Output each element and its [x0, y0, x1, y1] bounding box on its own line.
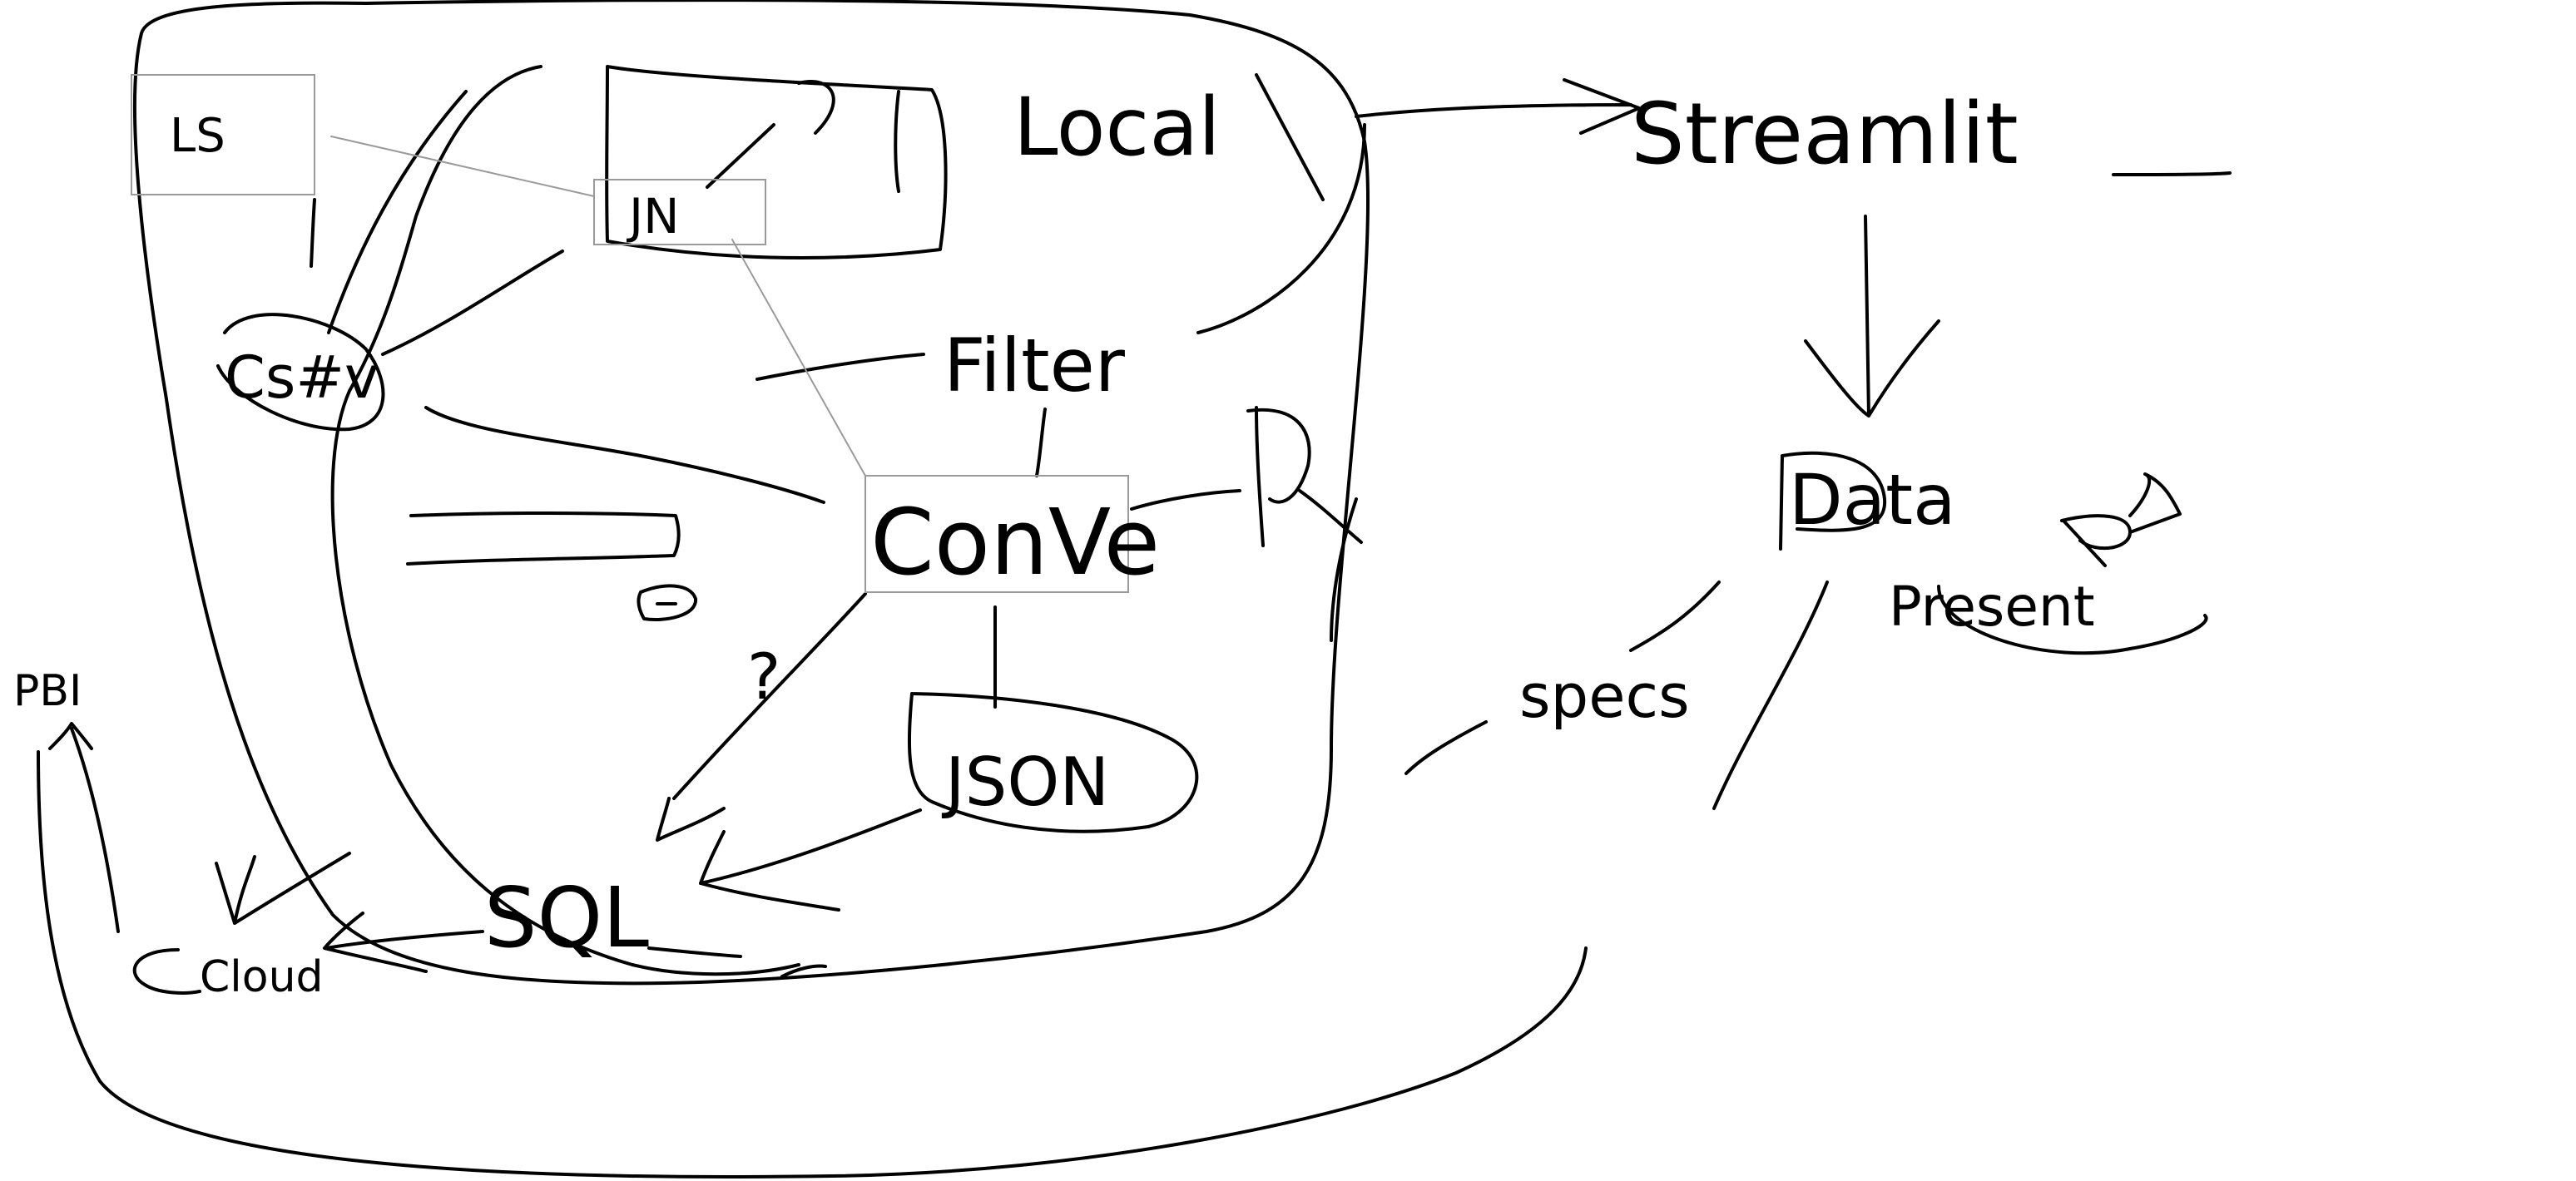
conve-to-p-stroke: [1130, 489, 1241, 511]
outer-boundary-stroke: [132, 0, 1370, 986]
jn-selection-box[interactable]: [593, 179, 766, 245]
bird-doodle-stroke: [2060, 472, 2182, 567]
csv-to-conve-stroke: [424, 406, 825, 504]
pbi-arrow-stroke: [48, 722, 120, 933]
data-verfailu-stroke: [1712, 581, 1829, 810]
csv-ellipse-stroke: [216, 313, 385, 432]
p-shape-stroke: [1246, 406, 1363, 547]
question-label: ?: [747, 640, 780, 714]
cloud-up-arrow-stroke: [215, 852, 351, 925]
cloud-label: Cloud: [200, 952, 324, 1002]
ls-selection-box[interactable]: [131, 74, 315, 195]
inner-loop-stroke: [327, 65, 800, 976]
cloud-stroke: [132, 948, 201, 995]
data-d-stroke: [1779, 451, 1887, 551]
streamlit-label: Streamlit: [1631, 85, 2019, 184]
filter-down-stroke: [1035, 408, 1047, 477]
ls-jn-connector: [330, 136, 595, 197]
right-bracket-stroke: [1330, 497, 1358, 642]
sql-label: SQL: [484, 869, 649, 966]
dash-block-stroke: [406, 511, 681, 566]
sql-to-cloud-stroke: [323, 912, 484, 973]
jn-conve-connector: [731, 239, 866, 477]
arrow-to-data: [1804, 215, 1940, 418]
json-ellipse-stroke: [907, 692, 1199, 833]
present-label: Present: [1889, 575, 2095, 639]
conve-to-sql-stroke: [656, 592, 867, 842]
ls-label: LS: [170, 109, 225, 163]
data-specs-stroke: [1629, 581, 1721, 652]
pbi-label: PBI: [13, 666, 82, 716]
present-ellipse-stroke: [1937, 585, 2208, 655]
jn-box-stroke: [605, 65, 948, 259]
small-square-stroke: [637, 584, 697, 621]
specs-label: specs: [1519, 661, 1690, 731]
conve-label: ConVe: [870, 489, 1160, 595]
filter-label: Filter: [944, 323, 1126, 408]
local-slash-stroke: [1255, 73, 1325, 201]
streamlit-underline: [2112, 171, 2232, 176]
ls-tick-stroke: [310, 198, 316, 268]
conve-selection-box[interactable]: [864, 475, 1129, 593]
specs-left-stroke: [1404, 720, 1488, 775]
csv-label: Cs#v: [225, 343, 379, 412]
jn-box-marks: [706, 80, 900, 193]
json-label: JSON: [941, 744, 1109, 821]
bottom-arc-stroke: [37, 750, 1588, 1179]
json-to-sql-stroke: [699, 808, 922, 912]
csv-to-jn-stroke: [381, 250, 564, 356]
sql-baseline-stroke: [647, 946, 827, 978]
arrow-to-streamlit: [1355, 78, 1641, 135]
jn-label: JN: [627, 188, 680, 245]
local-label: Local: [1013, 81, 1221, 174]
data-label: Data: [1789, 459, 1956, 541]
local-curve-stroke: [1196, 123, 1366, 334]
filter-left-stroke: [755, 353, 925, 381]
